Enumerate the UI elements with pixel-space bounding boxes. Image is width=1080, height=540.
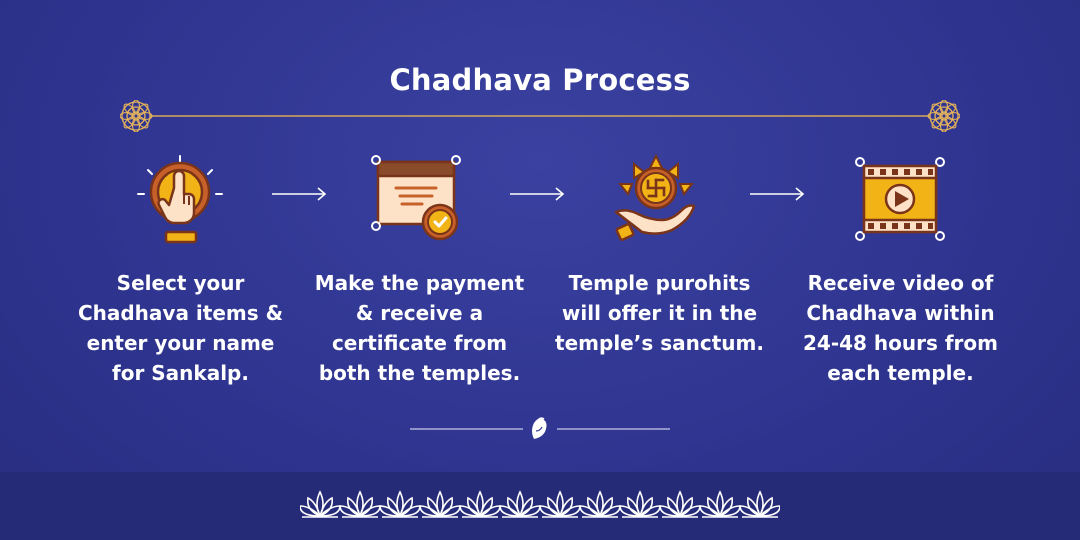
lotus-icon <box>419 490 461 518</box>
page-title: Chadhava Process <box>389 63 691 98</box>
mandala-icon <box>120 100 153 132</box>
lotus-icon <box>459 490 501 518</box>
conch-icon <box>532 417 547 439</box>
tap-hand-icon <box>137 155 223 244</box>
lotus-icon <box>499 490 541 518</box>
lotus-icon <box>379 490 421 518</box>
step-3-text: Temple purohits will offer it in the tem… <box>555 271 764 355</box>
arrow-right-icon <box>750 187 805 201</box>
video-film-icon <box>855 157 945 241</box>
lotus-icon <box>739 490 780 518</box>
step-2-text: Make the payment & receive a certificate… <box>314 271 525 385</box>
step-1-text: Select your Chadhava items & enter your … <box>77 271 284 385</box>
certificate-icon <box>371 155 461 241</box>
lotus-icon <box>579 490 621 518</box>
lotus-icon <box>699 490 741 518</box>
lotus-pattern <box>300 490 780 518</box>
bottom-divider <box>410 417 670 439</box>
arrow-right-icon <box>272 187 327 201</box>
lotus-icon <box>619 490 661 518</box>
lotus-icon <box>539 490 581 518</box>
lotus-icon <box>300 490 341 518</box>
mandala-icon <box>927 100 960 132</box>
offering-hands-icon <box>614 153 696 241</box>
top-decorative-rule <box>120 100 960 132</box>
lotus-icon <box>339 490 381 518</box>
arrow-right-icon <box>510 187 565 201</box>
lotus-icon <box>659 490 701 518</box>
step-4-text: Receive video of Chadhava within 24-48 h… <box>802 271 999 385</box>
